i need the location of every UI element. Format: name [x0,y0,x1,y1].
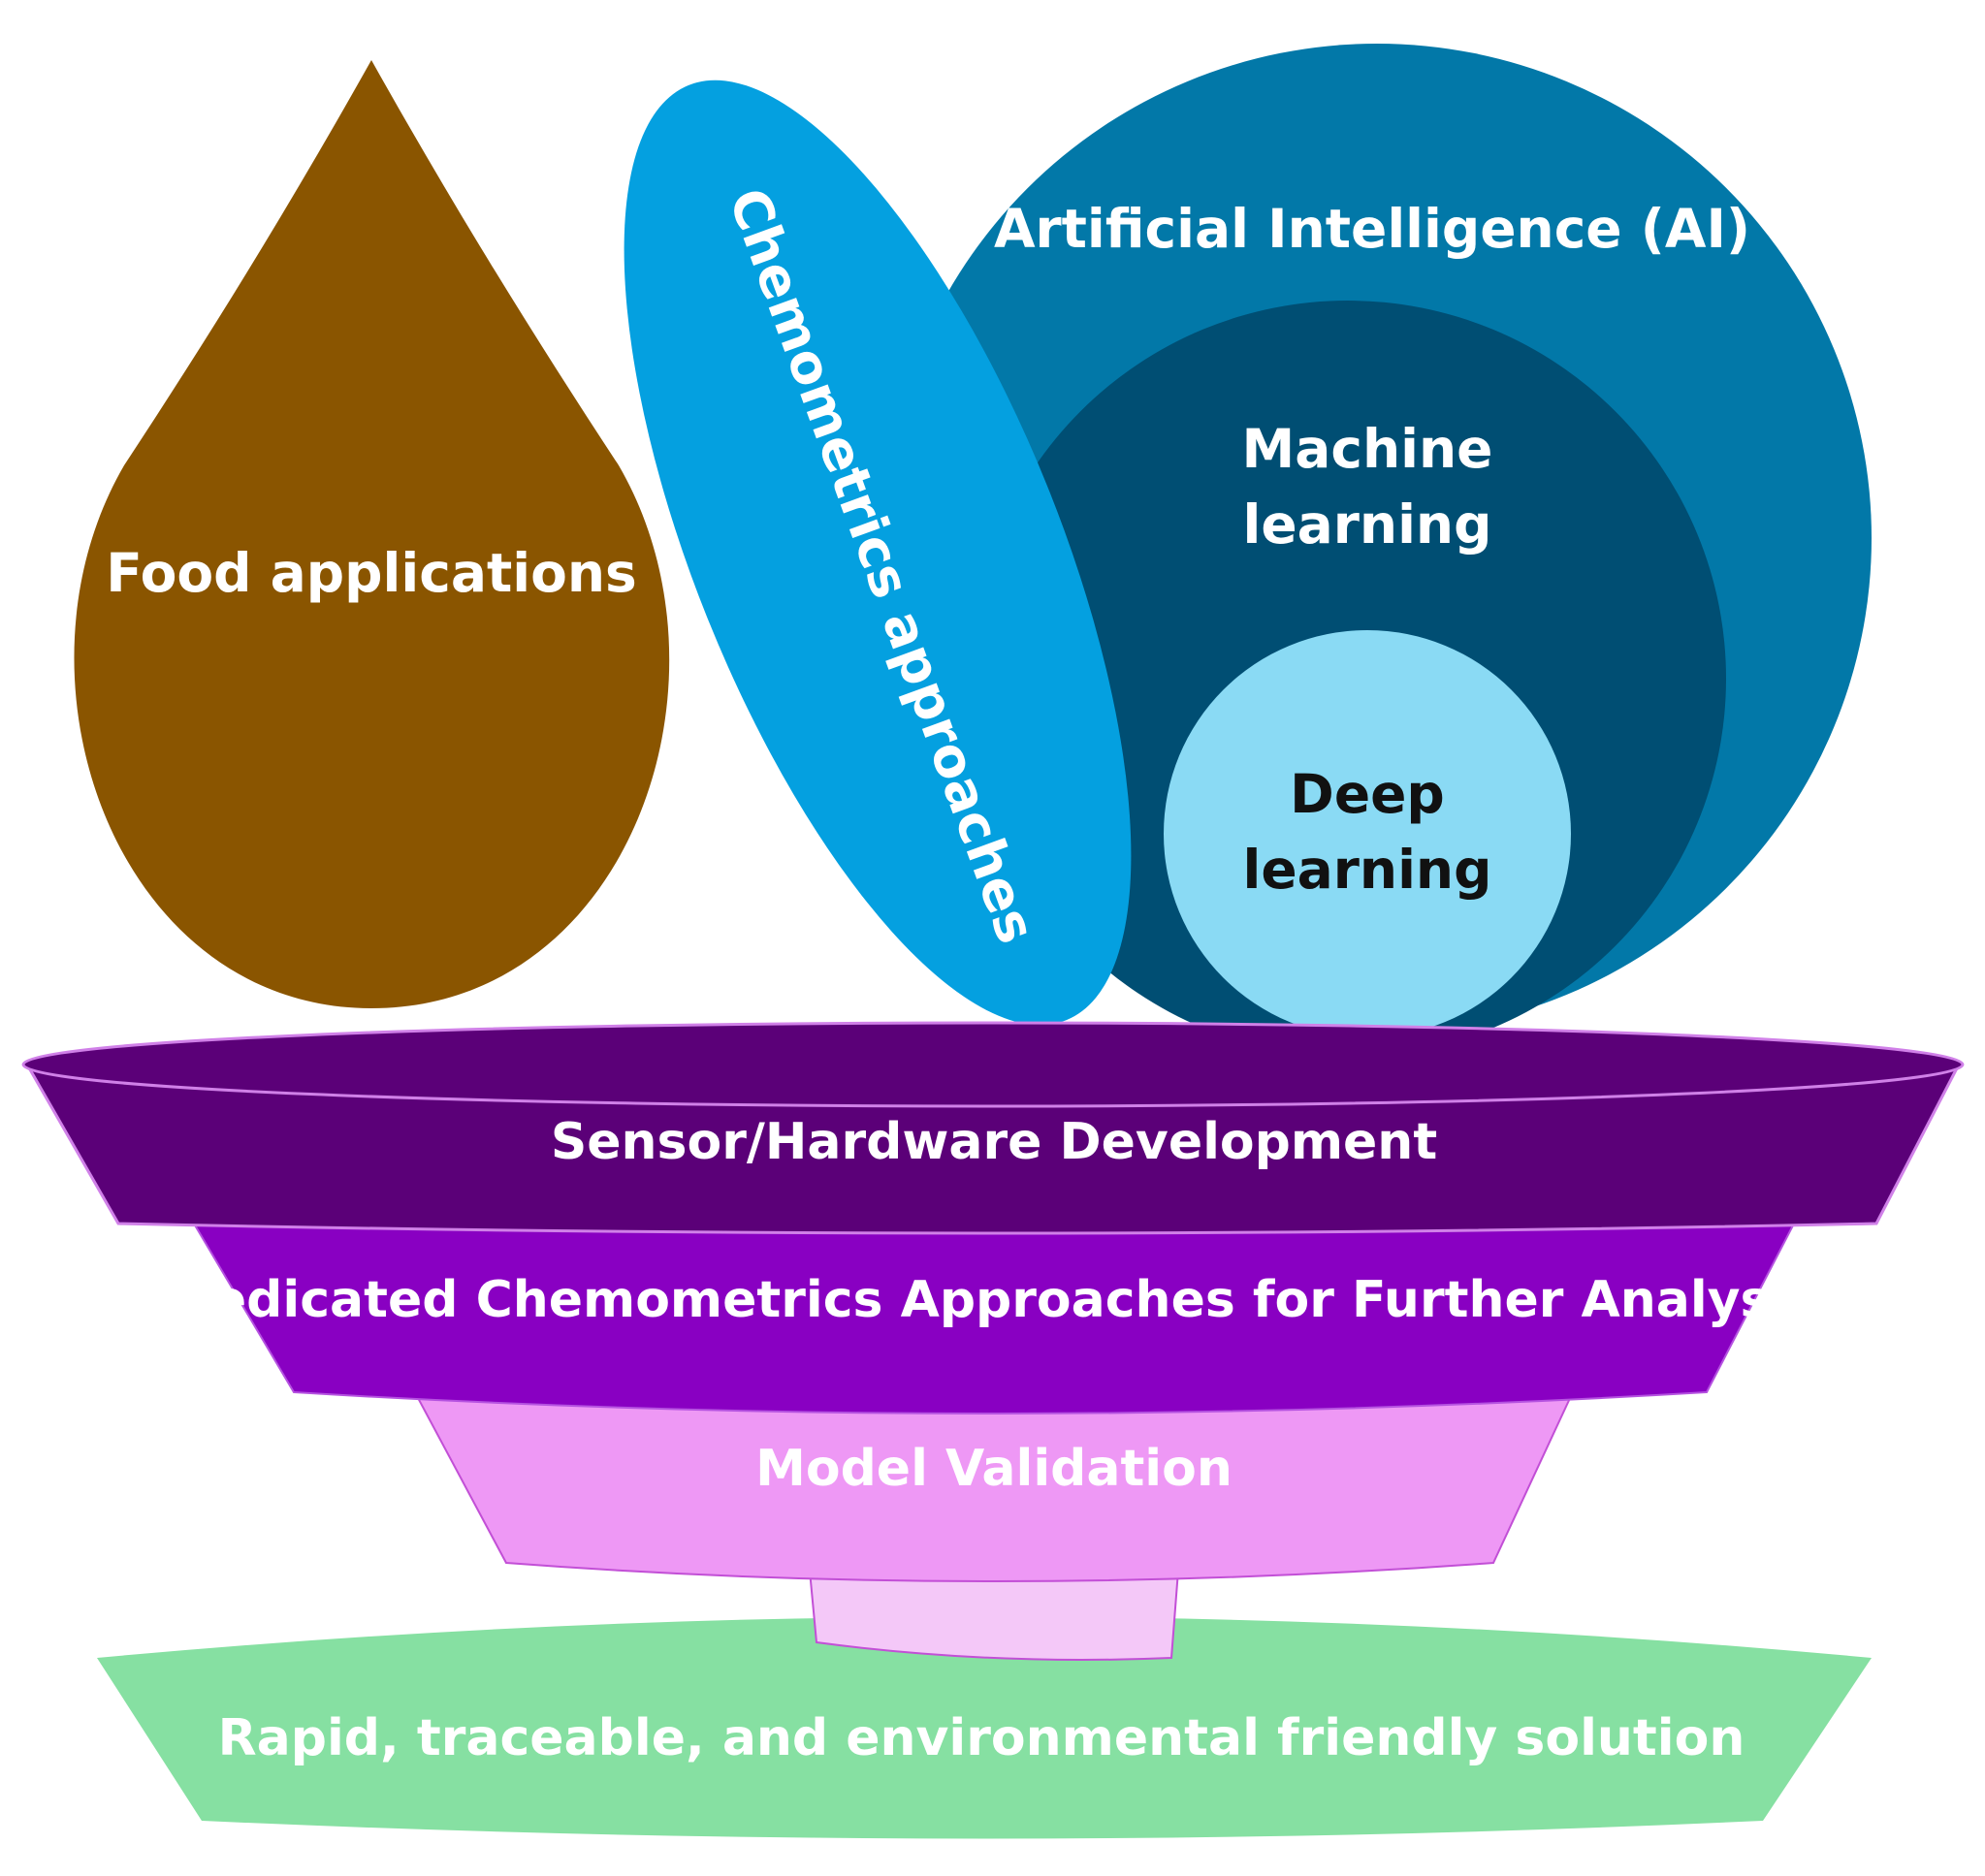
solution-base [97,1616,1872,1839]
dedicated-chemometrics-layer [192,1223,1796,1415]
deep-learning-circle [1164,630,1571,1037]
chemometrics-ellipse [624,79,1132,1026]
dedicated-chemometrics-label: Dedicated Chemometrics Approaches for Fu… [171,1271,1818,1329]
machine-learning-label-line2: learning [1243,493,1492,556]
food-applications-drop [74,60,670,1008]
model-validation-label: Model Validation [755,1440,1233,1498]
sensor-hardware-label: Sensor/Hardware Development [551,1113,1437,1171]
machine-learning-label-line1: Machine [1242,418,1493,480]
deep-learning-label-line2: learning [1243,839,1492,901]
sensor-hardware-layer [24,1063,1962,1235]
solution-label: Rapid, traceable, and environmental frie… [218,1709,1745,1767]
funnel-rim [21,1021,1965,1108]
funnel-outlet [808,1570,1180,1661]
model-validation-layer [415,1395,1573,1582]
deep-learning-label-line1: Deep [1290,763,1445,825]
ai-label: Artificial Intelligence (AI) [994,198,1750,260]
food-applications-label: Food applications [106,542,637,604]
